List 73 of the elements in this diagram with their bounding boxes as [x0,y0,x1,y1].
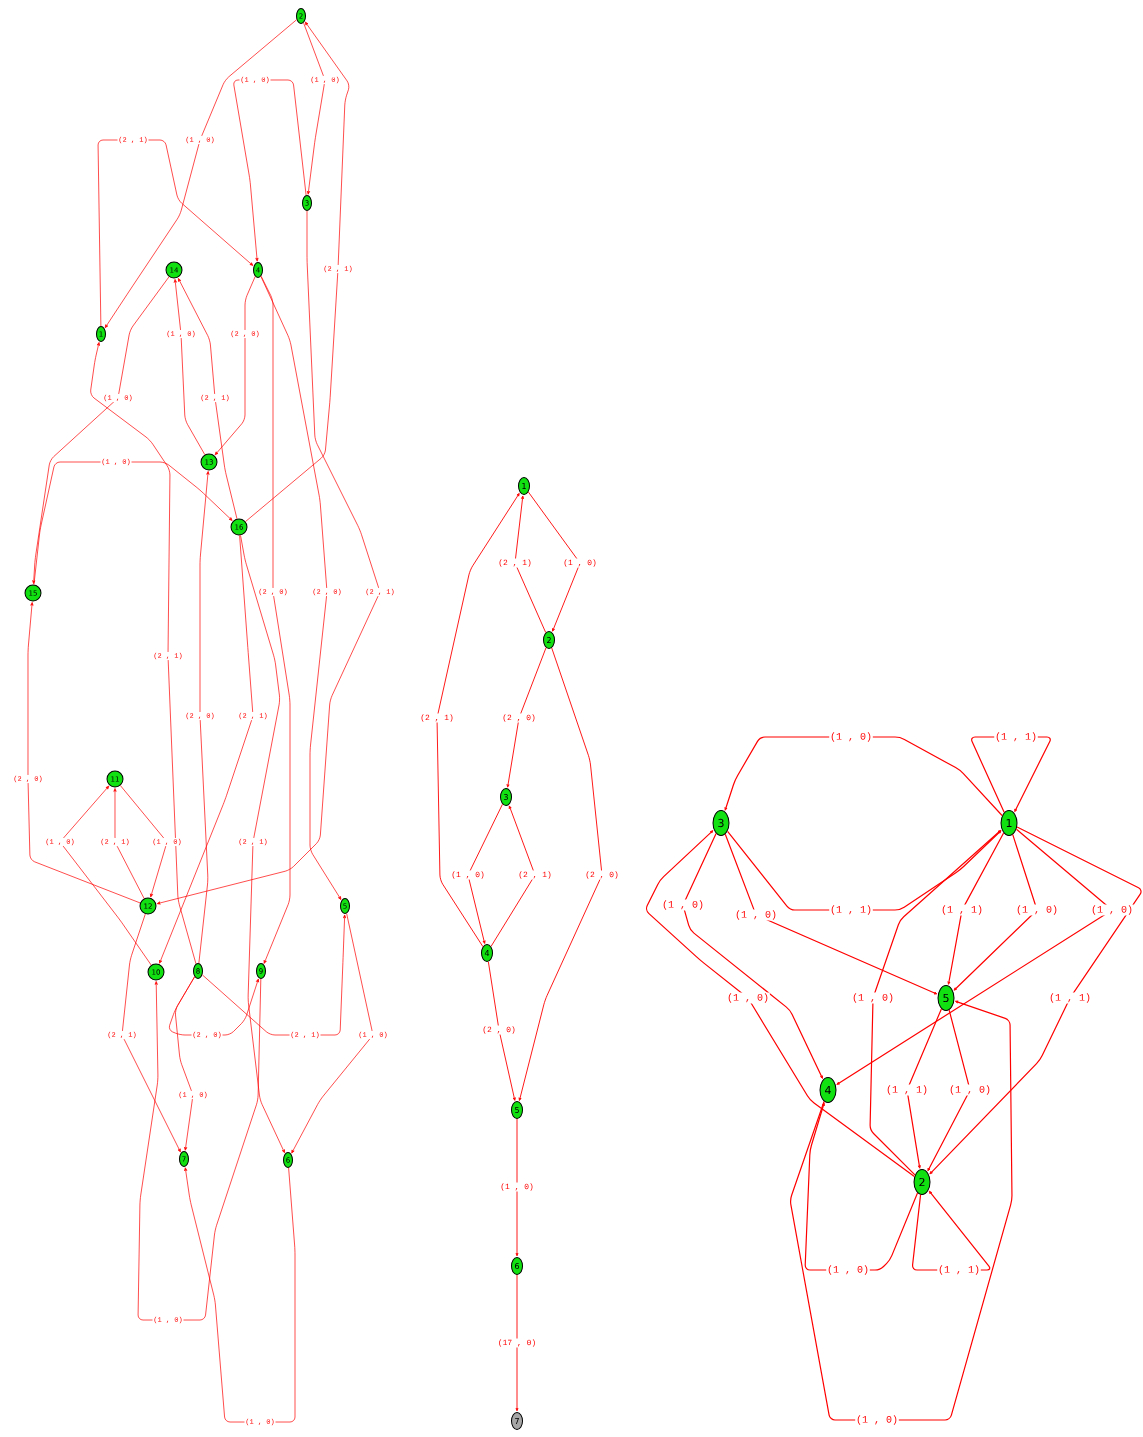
edge-label: (1 , 0) [1090,904,1134,916]
edge-label: (1 , 0) [726,992,770,1004]
arrow [506,647,547,788]
arrow [436,493,520,947]
edge-label: (17 , 0) [497,1338,537,1348]
edge-label: (1 , 1) [829,904,873,916]
arrow [240,535,285,1154]
arrow [61,785,152,966]
arrow [468,803,503,944]
arrow [33,461,233,585]
arrow [90,342,197,965]
arrow [137,978,262,1321]
arrow [245,21,350,522]
arrow [27,602,141,904]
arrow [233,79,307,262]
arrow [159,535,253,964]
arrow [518,647,602,1101]
edge-label: (1 , 0) [661,899,705,911]
arrow [790,1000,1013,1421]
arrow [156,210,380,905]
edge-label: (1 , 0) [855,1414,899,1426]
arrow [202,914,347,1036]
arrow [32,276,170,584]
arrow [646,830,915,1177]
edge-label: (2 , 1) [517,870,553,880]
arrow [97,139,254,327]
arrow [929,826,1142,1175]
arrow [527,491,580,632]
arrow [490,805,535,947]
arrow [724,736,1003,817]
arrow [303,22,325,195]
arrow [104,19,297,329]
edge-label: (2 , 0) [584,870,620,880]
arrow [175,976,195,1151]
edge-label: (1 , 0) [1015,904,1059,916]
arrow [487,961,516,1101]
arrow [260,276,342,900]
edge-label: (1 , 0) [562,558,598,568]
arrow [515,495,547,633]
arrow [120,785,167,898]
arrow [869,829,1002,1176]
edge-label: (1 , 0) [829,731,873,743]
arrow [515,1118,519,1257]
edge-label: (1 , 0) [450,870,486,880]
arrow [214,276,256,456]
edge-label: (1 , 0) [734,909,778,921]
arrow [947,832,1005,985]
arrow [177,278,238,520]
edge-label: (1 , 0) [851,992,895,1004]
edge-label: (1 , 1) [1048,992,1092,1004]
edge-label: (1 , 1) [994,731,1038,743]
arrow [113,788,145,899]
arrow [683,833,823,1079]
edge-label: (2 , 1) [419,713,455,723]
arrow [291,913,373,1154]
edge-label: (1 , 1) [937,1264,981,1276]
arrow [198,471,210,964]
arrow [953,834,1037,991]
arrow [927,1009,970,1172]
edge-label: (1 , 0) [826,1264,870,1276]
edge-label: (2 , 0) [501,713,537,723]
edge-label: (1 , 1) [885,1084,929,1096]
arrow [173,279,206,455]
arrow [122,913,181,1153]
edge-label: (2 , 0) [481,1025,517,1035]
edge-label: (2 , 1) [497,558,533,568]
edge-label: (1 , 0) [499,1182,535,1192]
arrow [515,1274,519,1412]
arrow [184,1167,296,1423]
edge-label: (1 , 1) [940,904,984,916]
edge-label: (1 , 0) [948,1084,992,1096]
arrow [724,833,938,995]
arrow [907,1008,942,1169]
